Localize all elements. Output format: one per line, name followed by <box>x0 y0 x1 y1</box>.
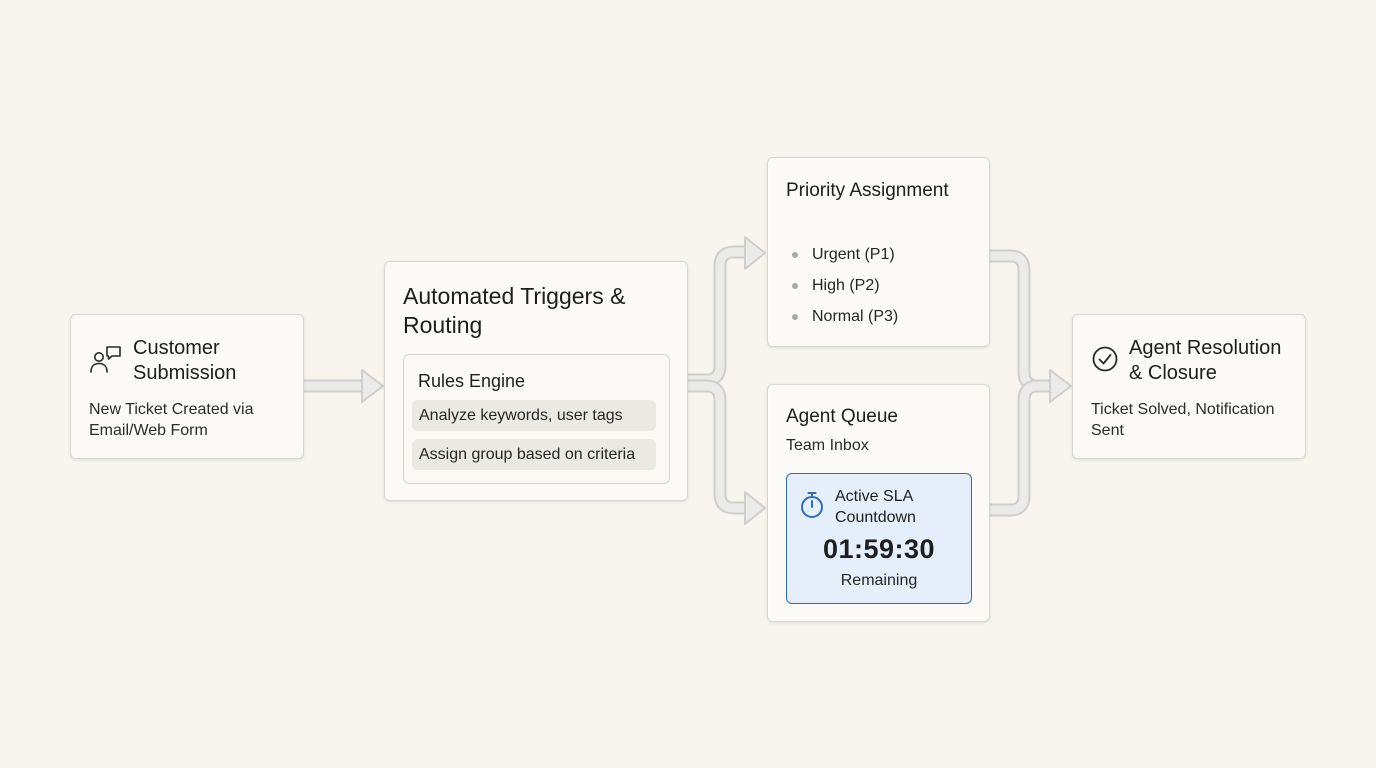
bullet-icon <box>792 314 798 320</box>
automated-triggers-card: Automated Triggers & Routing Rules Engin… <box>384 261 688 501</box>
user-chat-icon <box>90 346 121 373</box>
priority-item: Normal (P3) <box>790 306 898 337</box>
arrowhead-queue <box>744 491 766 525</box>
resolution-title: Agent Resolution & Closure <box>1129 337 1282 384</box>
priority-title: Priority Assignment <box>786 180 949 201</box>
bullet-icon <box>792 252 798 258</box>
stopwatch-icon <box>801 492 823 518</box>
arrowhead-triggers <box>361 369 384 403</box>
sla-title: Active SLA Countdown <box>835 488 916 526</box>
priority-label: High (P2) <box>812 277 880 294</box>
queue-subtitle: Team Inbox <box>786 437 869 454</box>
priority-item: High (P2) <box>790 275 898 306</box>
arrowhead-resolution <box>1049 369 1072 403</box>
priority-assignment-card: Priority Assignment Urgent (P1) High (P2… <box>767 157 990 347</box>
sla-time: 01:59:30 <box>822 534 936 564</box>
queue-title: Agent Queue <box>786 406 898 427</box>
rule-item: Analyze keywords, user tags <box>412 400 656 431</box>
agent-resolution-card: Agent Resolution & Closure Ticket Solved… <box>1072 314 1306 459</box>
sla-remaining-label: Remaining <box>840 572 918 589</box>
agent-queue-card: Agent Queue Team Inbox Active SLA Countd… <box>767 384 990 622</box>
sla-countdown-box: Active SLA Countdown 01:59:30 Remaining <box>786 473 972 604</box>
resolution-description: Ticket Solved, Notification Sent <box>1091 401 1275 439</box>
rules-engine-title: Rules Engine <box>418 371 526 391</box>
priority-item: Urgent (P1) <box>790 244 898 275</box>
triggers-title: Automated Triggers & Routing <box>403 283 626 338</box>
priority-label: Urgent (P1) <box>812 246 895 263</box>
submission-title: Customer Submission <box>133 337 237 384</box>
arrowhead-priority <box>744 236 766 270</box>
bullet-icon <box>792 283 798 289</box>
check-circle-icon <box>1092 346 1118 372</box>
priority-label: Normal (P3) <box>812 308 899 325</box>
priority-list: Urgent (P1) High (P2) Normal (P3) <box>790 244 898 337</box>
rule-item: Assign group based on criteria <box>412 439 656 470</box>
customer-submission-card: Customer Submission New Ticket Created v… <box>70 314 304 459</box>
submission-description: New Ticket Created via Email/Web Form <box>89 401 254 439</box>
rules-engine-box: Rules Engine Analyze keywords, user tags… <box>403 354 670 484</box>
